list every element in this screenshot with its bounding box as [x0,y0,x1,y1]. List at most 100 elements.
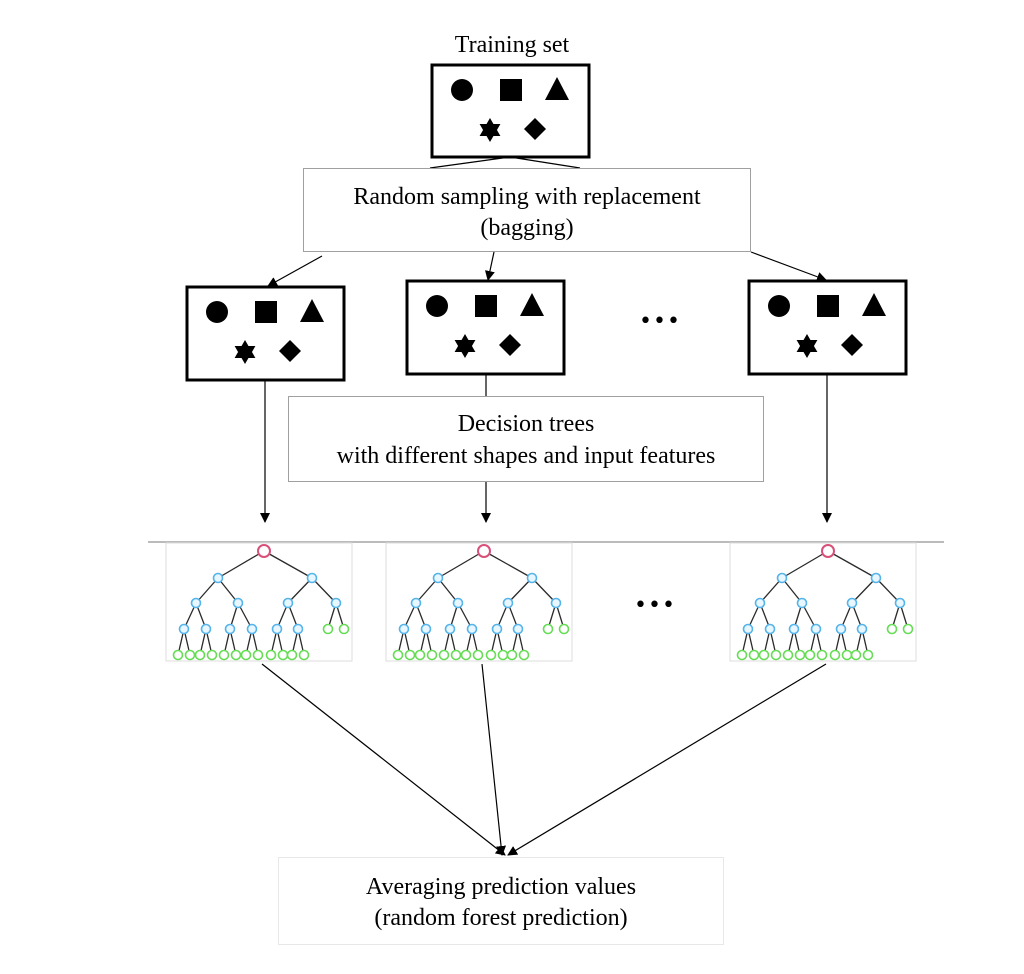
internal-node [232,597,244,609]
triangle-icon [300,299,324,322]
internal-node [452,597,464,609]
internal-node [271,623,283,635]
leaf-node [829,649,841,661]
leaf-node [736,649,748,661]
leaf-node [414,649,426,661]
internal-node [306,572,318,584]
leaf-node [782,649,794,661]
leaf-node [450,649,462,661]
internal-node [212,572,224,584]
circle-icon [451,79,473,101]
internal-node [432,572,444,584]
leaf-node [172,649,184,661]
tree-edge [263,550,313,579]
internal-node [894,597,906,609]
internal-node [788,623,800,635]
internal-node [526,572,538,584]
internal-node [190,597,202,609]
tree-edge [507,577,533,604]
leaf-node [758,649,770,661]
leaf-node [298,649,310,661]
internal-node [512,623,524,635]
square-icon [500,79,522,101]
leaf-node [804,649,816,661]
averaging-box: Averaging prediction values (random fore… [278,857,724,945]
leaf-node [404,649,416,661]
root-node [477,544,491,558]
leaf-node [748,649,760,661]
leaf-node [277,649,289,661]
training-set-title: Training set [454,32,570,58]
arrow-to-average-2 [481,663,507,856]
leaf-node [841,649,853,661]
bootstrap-sample-box-3 [747,279,908,376]
diamond-icon [499,334,521,356]
decision-trees-box: Decision trees with different shapes and… [288,396,764,482]
arrow-to-average-3 [507,663,827,856]
tree-edge [437,577,459,604]
star-of-david-icon [479,118,501,142]
arrow-to-sample-1 [267,255,323,287]
internal-node [846,597,858,609]
ellipsis-samples: ••• [639,309,681,334]
leaf-node [240,649,252,661]
leaf-node [472,649,484,661]
tree-edge [781,577,803,604]
tree-edge [759,577,783,604]
bagging-label-line1: Random sampling with replacement [353,184,701,210]
internal-node [502,597,514,609]
internal-node [835,623,847,635]
leaf-node [392,649,404,661]
internal-node [870,572,882,584]
leaf-node [460,649,472,661]
internal-node [810,623,822,635]
averaging-label-line2: (random forest prediction) [374,905,628,931]
tree-edge [483,550,533,579]
internal-node [856,623,868,635]
decision-trees-label-line2: with different shapes and input features [336,443,716,469]
bootstrap-sample-box-1 [185,285,346,382]
leaf-node [850,649,862,661]
internal-node [330,597,342,609]
training-set-box [430,63,591,159]
leaf-node [794,649,806,661]
circle-icon [206,301,228,323]
internal-node [224,623,236,635]
internal-node [742,623,754,635]
internal-node [246,623,258,635]
tree-edge [217,577,239,604]
internal-node [444,623,456,635]
root-node [821,544,835,558]
internal-node [796,597,808,609]
tree-edge [287,577,313,604]
root-node [257,544,271,558]
tree-edge [875,577,901,604]
internal-node [466,623,478,635]
internal-node [410,597,422,609]
bagging-box: Random sampling with replacement (baggin… [303,168,751,252]
internal-node [200,623,212,635]
arrow-to-sample-2 [484,251,495,281]
internal-node [550,597,562,609]
circle-icon [426,295,448,317]
internal-node [754,597,766,609]
leaf-node [770,649,782,661]
leaf-node [542,623,554,635]
leaf-node [497,649,509,661]
connector-line [509,156,581,169]
leaf-node [252,649,264,661]
star-of-david-icon [796,334,818,358]
leaf-node [218,649,230,661]
leaf-node [558,623,570,635]
tree-edge [217,550,265,579]
connector-line [429,156,511,169]
internal-node [491,623,503,635]
leaf-node [426,649,438,661]
leaf-node [322,623,334,635]
decision-tree-1 [172,544,350,661]
leaf-node [265,649,277,661]
triangle-icon [545,77,569,100]
leaf-node [886,623,898,635]
